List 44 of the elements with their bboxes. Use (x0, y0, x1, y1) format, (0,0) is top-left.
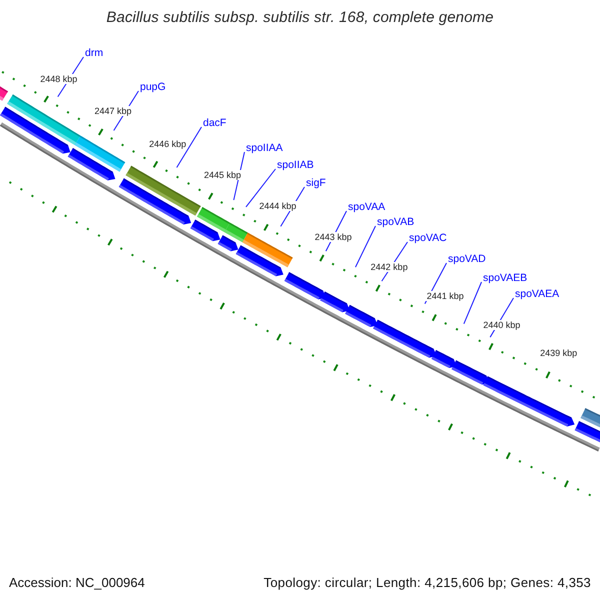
gene-label: spoVAD (448, 253, 486, 265)
leader-line (176, 126, 202, 168)
gene-label: spoVAB (377, 216, 414, 228)
accession-label: Accession: NC_000964 (9, 575, 145, 590)
leader-line (355, 226, 376, 268)
tick-label: 2441 kbp (426, 291, 465, 302)
gene-label: sigF (306, 177, 326, 189)
tick-label: 2439 kbp (539, 348, 578, 358)
tick-label: 2446 kbp (148, 138, 188, 149)
gene-block (68, 148, 116, 180)
gene-block (190, 220, 220, 242)
gene-label: spoVAA (348, 201, 386, 213)
tick-label: 2442 kbp (370, 262, 409, 272)
gene-label: drm (85, 47, 104, 59)
leader-line (246, 168, 276, 208)
leader-line (463, 282, 482, 324)
gene-block (431, 350, 457, 368)
tick-label: 2445 kbp (202, 170, 242, 180)
tick-label: 2444 kbp (258, 201, 298, 212)
gene-label: spoIIAA (246, 142, 283, 154)
gene-block (373, 320, 437, 358)
gene-block (284, 272, 326, 300)
tick-label: 2443 kbp (314, 232, 353, 242)
tick-label: 2447 kbp (93, 106, 133, 116)
gene-block (483, 376, 575, 427)
tick-label: 2448 kbp (39, 74, 78, 84)
gene-block (218, 235, 238, 252)
gene-block (236, 245, 284, 276)
tick-label: 2440 kbp (482, 320, 522, 330)
feature-bar (0, 86, 8, 101)
gene-label: pupG (140, 81, 166, 93)
genome-summary: Topology: circular; Length: 4,215,606 bp; Genes: 4,353 (264, 575, 591, 590)
gene-label: dacF (203, 117, 226, 129)
gene-label: spoVAEB (483, 272, 528, 284)
gene-block (320, 292, 350, 312)
gene-block (118, 178, 192, 224)
gene-block (452, 360, 490, 385)
map-title: Bacillus subtilis subsp. subtilis str. 168, complete genome (106, 9, 494, 27)
gene-label: spoVAC (409, 232, 447, 244)
gene-block (345, 304, 378, 328)
gene-block (574, 421, 600, 442)
gene-label: spoIIAB (277, 159, 314, 171)
gene-block (0, 106, 70, 154)
gene-label: spoVAEA (515, 288, 560, 300)
